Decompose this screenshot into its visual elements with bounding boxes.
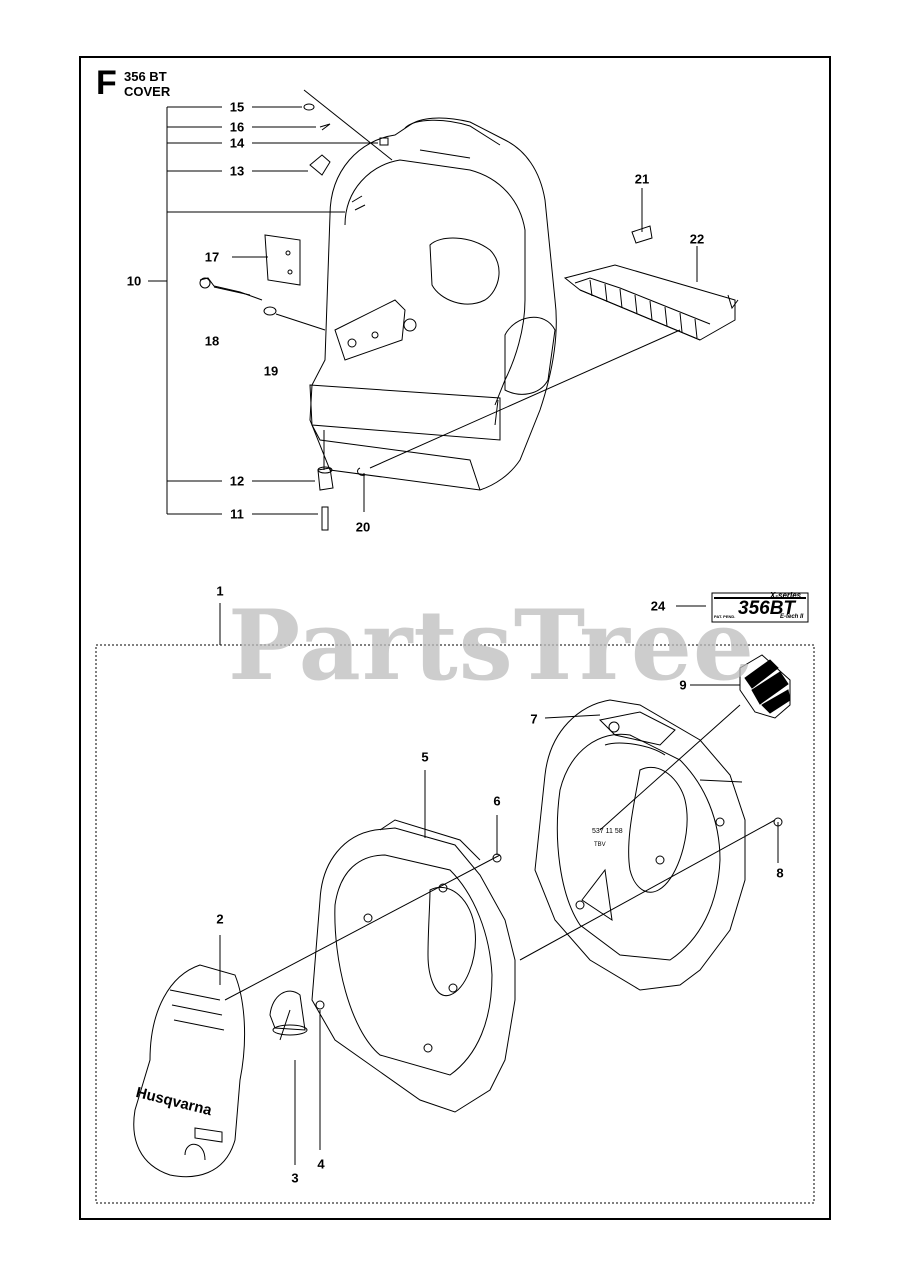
callout-7: 7 bbox=[530, 711, 538, 727]
part-nut-4 bbox=[315, 1000, 325, 1010]
callout-2: 2 bbox=[216, 911, 224, 927]
part-fan-cover-2 bbox=[133, 964, 246, 1178]
part-nut-6 bbox=[492, 853, 502, 863]
assembly-1-box bbox=[95, 644, 815, 1204]
leader-lines-lower bbox=[219, 605, 779, 1165]
leader-lines-upper bbox=[213, 89, 698, 515]
part-decal-9 bbox=[739, 654, 791, 719]
part-cover-frame bbox=[309, 117, 557, 491]
callout-19: 19 bbox=[263, 363, 279, 379]
decal-24-model: 356BT bbox=[738, 598, 796, 619]
part-fasteners-upper bbox=[199, 103, 653, 531]
page-frame bbox=[79, 56, 831, 1220]
callout-5: 5 bbox=[421, 749, 429, 765]
callout-12: 12 bbox=[229, 473, 245, 489]
callout-16: 16 bbox=[229, 119, 245, 135]
watermark: PartsTree bbox=[228, 589, 755, 702]
housing-part-number: 537 11 58 bbox=[592, 828, 623, 835]
callout-18: 18 bbox=[204, 333, 220, 349]
part-spacer-3 bbox=[269, 990, 308, 1036]
callout-11: 11 bbox=[230, 506, 244, 522]
callout-8: 8 bbox=[776, 865, 784, 881]
decal-24-series: X-series bbox=[770, 591, 802, 600]
callout-4: 4 bbox=[317, 1156, 325, 1172]
callout-14: 14 bbox=[229, 135, 245, 151]
callout-1: 1 bbox=[216, 583, 224, 599]
callout-17: 17 bbox=[204, 249, 220, 265]
part-basket bbox=[563, 264, 739, 341]
section-model: 356 BT bbox=[124, 69, 167, 84]
part-housing-7 bbox=[534, 699, 746, 991]
item-10-bracket bbox=[148, 106, 345, 515]
housing-part-sub: TBV bbox=[594, 842, 606, 848]
section-letter: F bbox=[96, 64, 117, 102]
callout-15: 15 bbox=[229, 99, 245, 115]
decal-24-box bbox=[711, 592, 809, 623]
callout-13: 13 bbox=[229, 163, 245, 179]
callout-24: 24 bbox=[650, 598, 666, 614]
callout-3: 3 bbox=[291, 1170, 299, 1186]
callout-20: 20 bbox=[355, 519, 371, 535]
part-nut-8 bbox=[773, 817, 783, 827]
part-plate-5 bbox=[311, 819, 516, 1113]
decal-24-tech: E-tech II bbox=[780, 614, 804, 620]
section-name: COVER bbox=[124, 84, 171, 99]
decal-24-patent: PAT. PEND. bbox=[714, 614, 736, 619]
callout-21: 21 bbox=[634, 171, 650, 187]
callout-6: 6 bbox=[493, 793, 501, 809]
callout-22: 22 bbox=[689, 231, 705, 247]
callout-9: 9 bbox=[679, 677, 687, 693]
callout-10: 10 bbox=[126, 273, 142, 289]
